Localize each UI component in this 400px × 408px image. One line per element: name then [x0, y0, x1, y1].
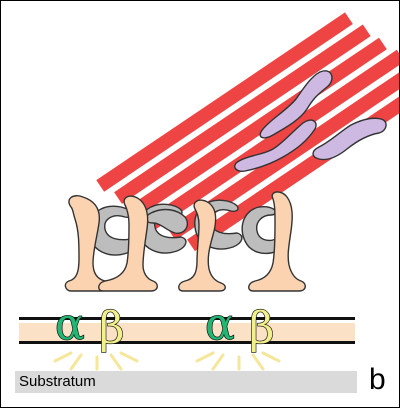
- beta-subunit: β: [99, 303, 124, 354]
- signal-rays: [53, 351, 281, 371]
- beta-subunit: β: [249, 303, 274, 354]
- integrin-foot: [178, 199, 226, 292]
- myosin-group: [234, 70, 387, 173]
- myosin-molecule: [259, 70, 333, 139]
- integrin-foot: [248, 191, 306, 292]
- myosin-molecule: [234, 119, 317, 173]
- actin-filament: [167, 60, 399, 241]
- integrin-heterodimer-left: α β: [54, 298, 125, 354]
- integrin-heterodimer-right: α β: [204, 298, 275, 354]
- substratum-bar: [15, 371, 357, 393]
- plasma-membrane: [19, 317, 355, 344]
- panel-letter: b: [369, 363, 386, 396]
- membrane-inner-line: [19, 341, 355, 344]
- alpha-subunit: α: [55, 299, 85, 350]
- membrane-inner-leaflet: [19, 323, 355, 341]
- integrin-feet: [64, 191, 306, 292]
- myosin-molecule: [312, 117, 387, 161]
- actin-filament: [148, 49, 399, 230]
- integrin-foot: [98, 195, 158, 292]
- actin-filament: [114, 24, 371, 204]
- actin-filament: [96, 12, 353, 192]
- membrane-outer-line: [19, 317, 355, 320]
- alpha-subunit: α: [205, 299, 235, 350]
- substratum-label: Substratum: [19, 373, 96, 390]
